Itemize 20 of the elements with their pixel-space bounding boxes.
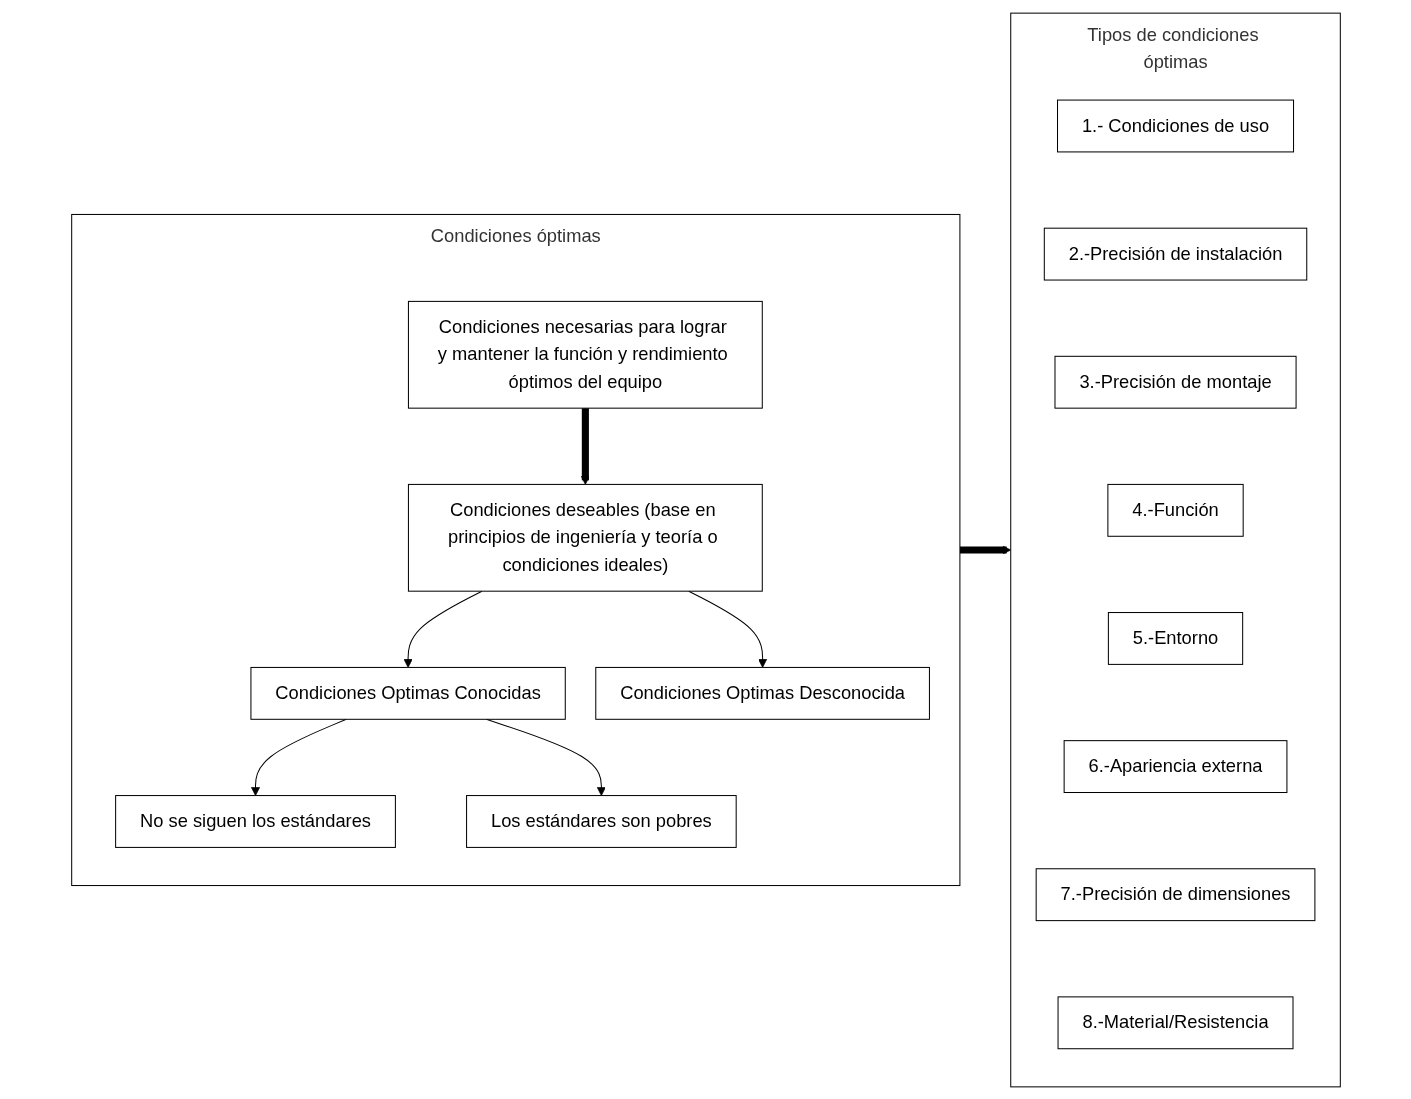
arrow	[580, 407, 590, 485]
node-box: Los estándares son pobres	[465, 794, 737, 848]
node-box: 4.-Función	[1106, 483, 1244, 537]
node-box: 3.-Precisión de montaje	[1053, 355, 1297, 409]
node-box: 8.-Material/Resistencia	[1057, 995, 1293, 1049]
node-box: Condiciones Optimas Conocidas	[249, 666, 566, 720]
node-box: 1.- Condiciones de uso	[1056, 99, 1294, 152]
arrow	[250, 718, 347, 796]
arrow	[485, 718, 606, 796]
node-box: Condiciones necesarias para lograr y mantener la función y rendimiento óptimos del equipo	[407, 300, 763, 409]
arrow	[687, 590, 767, 668]
node-box: Condiciones Optimas Desconocida	[594, 666, 930, 720]
arrow	[959, 545, 1011, 554]
node-box: 7.-Precisión de dimensiones	[1035, 867, 1315, 921]
node-box: No se siguen los estándares	[114, 794, 396, 848]
node-box: Condiciones deseables (base en principios de ingeniería y teoría o condiciones ideales)	[407, 483, 763, 592]
node-box: 6.-Apariencia externa	[1063, 739, 1287, 793]
node-box: 5.-Entorno	[1107, 611, 1243, 665]
node-box: 2.-Precisión de instalación	[1043, 227, 1307, 281]
arrow	[403, 590, 482, 668]
